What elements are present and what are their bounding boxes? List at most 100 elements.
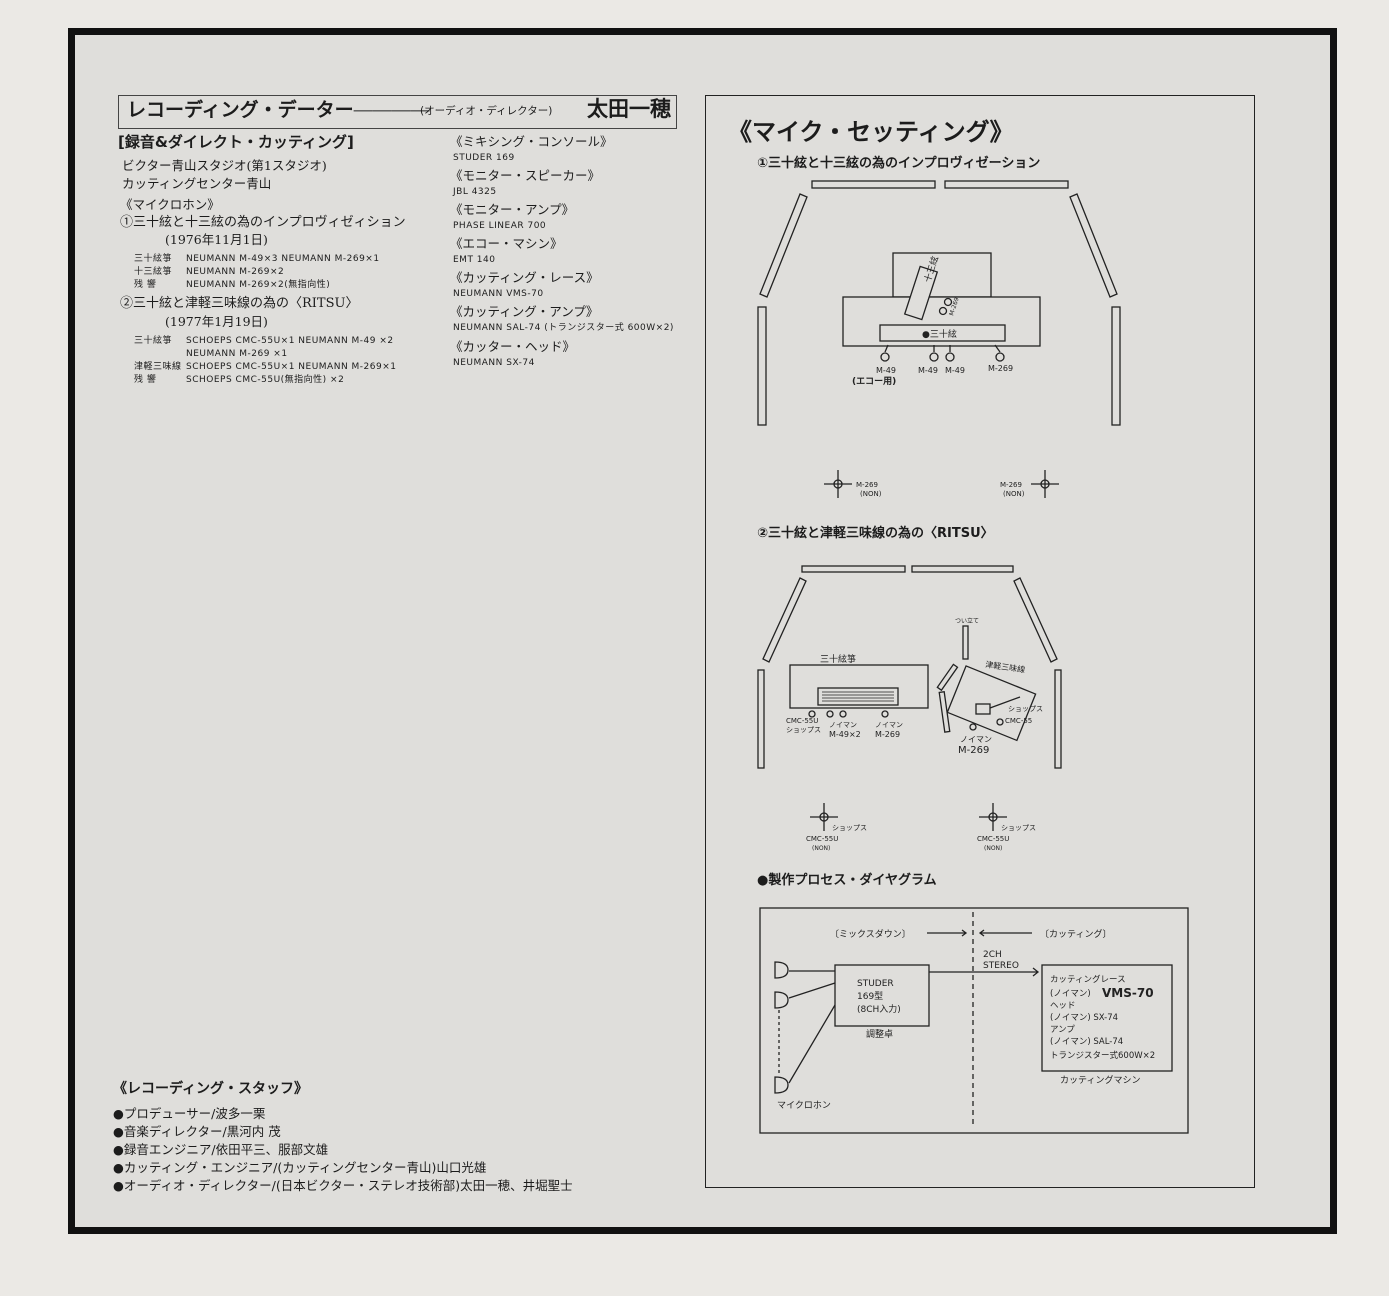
screen-label: つい立て bbox=[955, 617, 979, 625]
machine-line: (ノイマン) SAL-74 bbox=[1050, 1037, 1123, 1047]
machine-line: (ノイマン) SX-74 bbox=[1050, 1013, 1118, 1023]
screen-panel bbox=[759, 193, 808, 298]
equipment-label: 《カッティング・レース》 bbox=[450, 270, 599, 285]
shamisen-icon bbox=[975, 703, 991, 715]
mic-row-mics: SCHOEPS CMC-55U×1 NEUMANN M-269×1 bbox=[186, 362, 397, 372]
mic-label: ノイマン bbox=[875, 721, 903, 729]
studer-console-box bbox=[834, 964, 930, 1027]
mic-label: M-49×2 bbox=[829, 730, 861, 739]
machine-line: VMS-70 bbox=[1102, 986, 1154, 1000]
koto-label: 三十絃箏 bbox=[820, 653, 856, 665]
mic-icon bbox=[774, 1076, 789, 1094]
mixdown-label: 〔ミックスダウン〕 bbox=[830, 928, 911, 940]
staff-item: ●プロデューサー/波多一栗 bbox=[113, 1106, 266, 1121]
crosshair-mic-icon bbox=[824, 470, 852, 498]
equipment-label: 《カッティング・アンプ》 bbox=[450, 304, 599, 319]
mic-label: M-269 bbox=[958, 745, 989, 756]
mic-label: ショップス bbox=[1001, 824, 1036, 832]
crosshair-mic-icon bbox=[810, 803, 838, 831]
mic-label: ノイマン bbox=[960, 735, 992, 744]
piece2-title: ②三十絃と津軽三味線の為の〈RITSU〉 bbox=[120, 296, 359, 311]
mic-label: CMC-55 bbox=[1005, 717, 1032, 725]
screen-panel bbox=[811, 180, 936, 189]
mic-row-mics: NEUMANN M-49×3 NEUMANN M-269×1 bbox=[186, 254, 380, 264]
mic-row-inst: 津軽三味線 bbox=[134, 362, 182, 372]
mic-label: (NON) bbox=[812, 845, 830, 852]
screen-panel bbox=[757, 306, 767, 426]
machine-label: カッティングマシン bbox=[1060, 1074, 1140, 1086]
mic-row-inst: 三十絃箏 bbox=[134, 336, 173, 346]
jusangen-instrument bbox=[903, 265, 939, 321]
section-heading: [録音&ダイレクト・カッティング] bbox=[118, 133, 354, 151]
equipment-label: 《モニター・アンプ》 bbox=[450, 202, 575, 217]
recording-data-title-box bbox=[118, 95, 677, 129]
mic-icon bbox=[774, 991, 789, 1009]
equipment-value: STUDER 169 bbox=[453, 153, 515, 163]
stereo-label: 2CH bbox=[983, 950, 1002, 960]
mic-icon bbox=[774, 961, 789, 979]
staff-item: ●録音エンジニア/依田平三、服部文雄 bbox=[113, 1142, 329, 1157]
diagram1-studio-layout bbox=[757, 180, 1121, 498]
director-name: 太田一穂 bbox=[587, 97, 671, 121]
piece1-date: (1976年11月1日) bbox=[165, 232, 268, 247]
equipment-label: 《ミキシング・コンソール》 bbox=[450, 134, 613, 149]
mic-label: CMC-55U bbox=[786, 717, 818, 725]
mic-row-mics: SCHOEPS CMC-55U×1 NEUMANN M-49 ×2 bbox=[186, 336, 394, 346]
equipment-value: NEUMANN SAL-74 (トランジスター式 600W×2) bbox=[453, 323, 674, 333]
machine-line: (ノイマン) bbox=[1050, 989, 1091, 999]
machine-line: アンプ bbox=[1050, 1025, 1075, 1035]
mic-label: ショップス bbox=[1008, 705, 1043, 713]
mic-heading: 《マイクロホン》 bbox=[120, 197, 220, 212]
studer-label: STUDER bbox=[857, 979, 894, 989]
recording-data-title: レコーディング・データー―――― bbox=[127, 99, 430, 121]
equipment-label: 《モニター・スピーカー》 bbox=[450, 168, 601, 183]
mic-row-inst: 残 響 bbox=[134, 375, 157, 385]
screen-panel bbox=[1069, 193, 1118, 298]
studer-label: 169型 bbox=[857, 991, 883, 1002]
mic-label: M-269 bbox=[1000, 481, 1022, 489]
piece2-date: (1977年1月19日) bbox=[165, 314, 268, 329]
mic-row-mics: NEUMANN M-269×2 bbox=[186, 267, 285, 277]
diagram1-title: ①三十絃と十三絃の為のインプロヴィゼーション bbox=[757, 156, 1041, 171]
mic-label: (NON) bbox=[860, 490, 882, 498]
mic-row-mics: SCHOEPS CMC-55U(無指向性) ×2 bbox=[186, 375, 345, 385]
cutting-label: 〔カッティング〕 bbox=[1040, 928, 1111, 940]
staff-item: ●カッティング・エンジニア/(カッティングセンター青山)山口光雄 bbox=[113, 1160, 487, 1175]
machine-line: カッティングレース bbox=[1050, 974, 1126, 985]
mic-label: ノイマン bbox=[829, 721, 857, 729]
mic-label: マイクロホン bbox=[777, 1100, 831, 1111]
director-role: (オーディオ・ディレクター) bbox=[420, 105, 553, 117]
mic-label: M-49 bbox=[918, 366, 938, 375]
mic-icons bbox=[880, 344, 1005, 362]
mic-label: M-49 bbox=[945, 366, 965, 375]
screen-panel bbox=[944, 180, 1069, 189]
mic-label: CMC-55U bbox=[977, 835, 1009, 843]
mic-label: ショップス bbox=[832, 824, 867, 832]
equipment-value: EMT 140 bbox=[453, 255, 496, 265]
studio: ビクター青山スタジオ(第1スタジオ) bbox=[122, 158, 327, 173]
sanjugen-label: ●三十絃 bbox=[922, 328, 957, 340]
studer-label: (8CH入力) bbox=[857, 1003, 901, 1015]
machine-line: トランジスター式600W×2 bbox=[1050, 1050, 1155, 1061]
mic-setting-panel bbox=[705, 95, 1255, 1188]
crosshair-mic-icon bbox=[1031, 470, 1059, 498]
machine-line: ヘッド bbox=[1050, 1001, 1076, 1011]
mic-row-inst: 十三絃箏 bbox=[134, 267, 173, 277]
staff-heading: 《レコーディング・スタッフ》 bbox=[113, 1081, 309, 1097]
mic-label: M-269 bbox=[988, 364, 1013, 373]
mic-label: CMC-55U bbox=[806, 835, 838, 843]
crosshair-mic-icon bbox=[979, 803, 1007, 831]
stereo-label: STEREO bbox=[983, 961, 1019, 971]
echo-label: (エコー用) bbox=[852, 376, 896, 387]
equipment-value: NEUMANN SX-74 bbox=[453, 358, 535, 368]
mic-row-inst: 残 響 bbox=[134, 280, 157, 290]
cutting-center: カッティングセンター青山 bbox=[122, 176, 272, 191]
diagram2-studio-layout bbox=[757, 565, 1062, 831]
shamisen-area bbox=[946, 665, 1037, 742]
sanjugen-instrument bbox=[879, 324, 1006, 342]
equipment-label: 《カッター・ヘッド》 bbox=[450, 339, 576, 354]
koto-instrument bbox=[789, 664, 929, 709]
diagram2-title: ②三十絃と津軽三味線の為の〈RITSU〉 bbox=[757, 526, 994, 541]
mic-label: M-269 bbox=[856, 481, 878, 489]
